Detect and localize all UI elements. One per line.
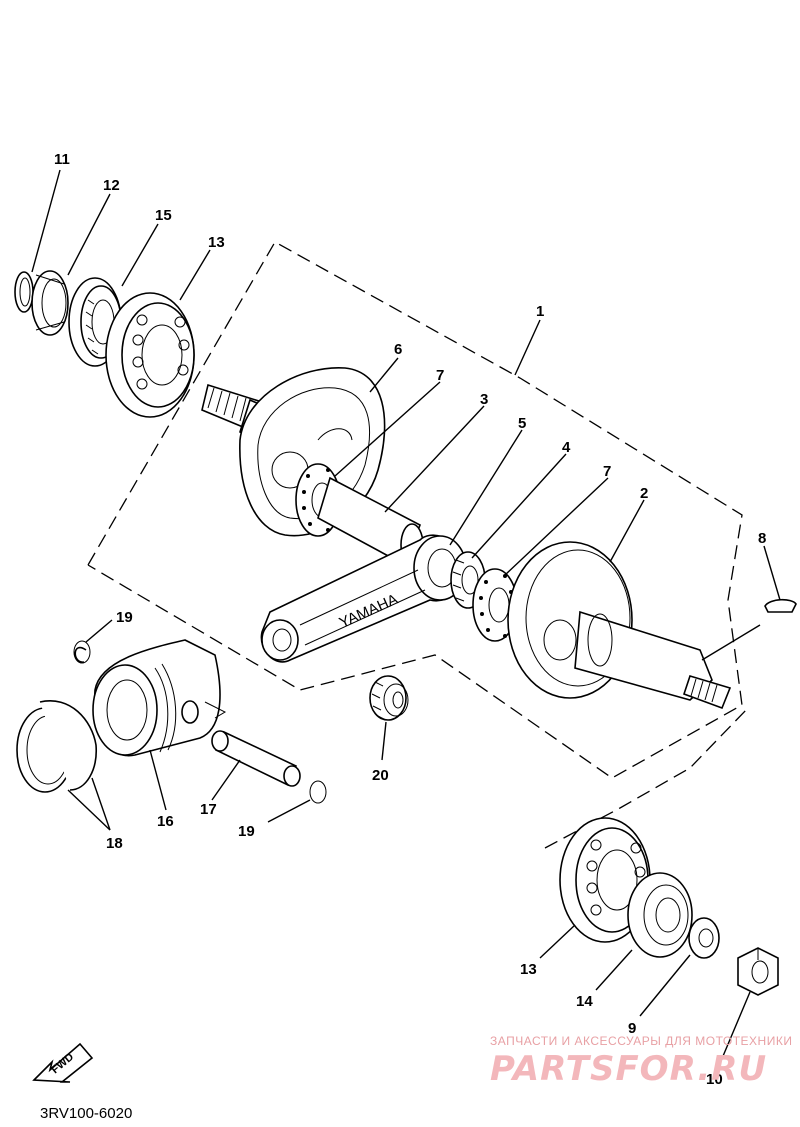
label-part-4: 4 bbox=[562, 439, 571, 456]
label-part-13-lower: 13 bbox=[520, 961, 537, 978]
leader-lines bbox=[31, 169, 781, 1069]
label-part-17: 17 bbox=[200, 801, 217, 818]
piston-pin-clip-part-19-lower bbox=[309, 780, 327, 804]
label-part-1: 1 bbox=[536, 303, 544, 320]
label-part-7-left: 7 bbox=[436, 367, 444, 384]
label-part-2: 2 bbox=[640, 485, 648, 502]
piston-pin-clip-part-19-upper bbox=[73, 640, 91, 664]
piston-part-16 bbox=[92, 639, 227, 757]
diagram-code: 3RV100-6020 bbox=[40, 1105, 132, 1122]
circlip-part-11 bbox=[14, 271, 34, 313]
woodruff-key-part-8 bbox=[764, 598, 797, 613]
oil-seal-part-14 bbox=[627, 872, 693, 958]
watermark-tagline: ЗАПЧАСТИ И АКСЕССУАРЫ ДЛЯ МОТОТЕХНИКИ bbox=[490, 1034, 792, 1048]
label-part-8: 8 bbox=[758, 530, 766, 547]
label-part-16: 16 bbox=[157, 813, 174, 830]
label-part-19-upper: 19 bbox=[116, 609, 133, 626]
label-part-10: 10 bbox=[706, 1071, 723, 1088]
nut-part-10 bbox=[737, 947, 779, 996]
piston-rings-part-18 bbox=[16, 700, 97, 793]
label-part-20: 20 bbox=[372, 767, 389, 784]
oil-seal-part-12 bbox=[31, 270, 69, 336]
label-part-5: 5 bbox=[518, 415, 526, 432]
washer-part-9 bbox=[688, 917, 720, 959]
label-part-15: 15 bbox=[155, 207, 172, 224]
label-part-3: 3 bbox=[480, 391, 488, 408]
label-part-6: 6 bbox=[394, 341, 402, 358]
bearing-group-outline bbox=[544, 707, 749, 849]
label-part-12: 12 bbox=[103, 177, 120, 194]
label-part-19-lower: 19 bbox=[238, 823, 255, 840]
forward-arrow: FWD bbox=[32, 1042, 94, 1083]
label-part-18: 18 bbox=[106, 835, 123, 852]
label-part-7-right: 7 bbox=[603, 463, 611, 480]
reference-numbers: 11 12 15 13 1 6 7 3 5 4 7 2 8 19 20 18 1… bbox=[54, 151, 766, 1088]
crank-half-right-part-2 bbox=[507, 541, 732, 710]
watermark-brand: PARTSFOR.RU bbox=[490, 1049, 767, 1089]
assembly-outline bbox=[87, 241, 743, 779]
watermark: ЗАПЧАСТИ И АКСЕССУАРЫ ДЛЯ МОТОТЕХНИКИ PA… bbox=[490, 1034, 792, 1089]
label-part-14: 14 bbox=[576, 993, 593, 1010]
small-end-bearing-part-20 bbox=[369, 675, 409, 721]
label-part-13-upper: 13 bbox=[208, 234, 225, 251]
connecting-rod: YAMAHA bbox=[260, 534, 467, 663]
ball-bearing-part-13-upper bbox=[105, 292, 195, 418]
label-part-9: 9 bbox=[628, 1020, 636, 1037]
piston-pin-part-17 bbox=[211, 730, 301, 787]
label-part-11: 11 bbox=[54, 151, 70, 168]
